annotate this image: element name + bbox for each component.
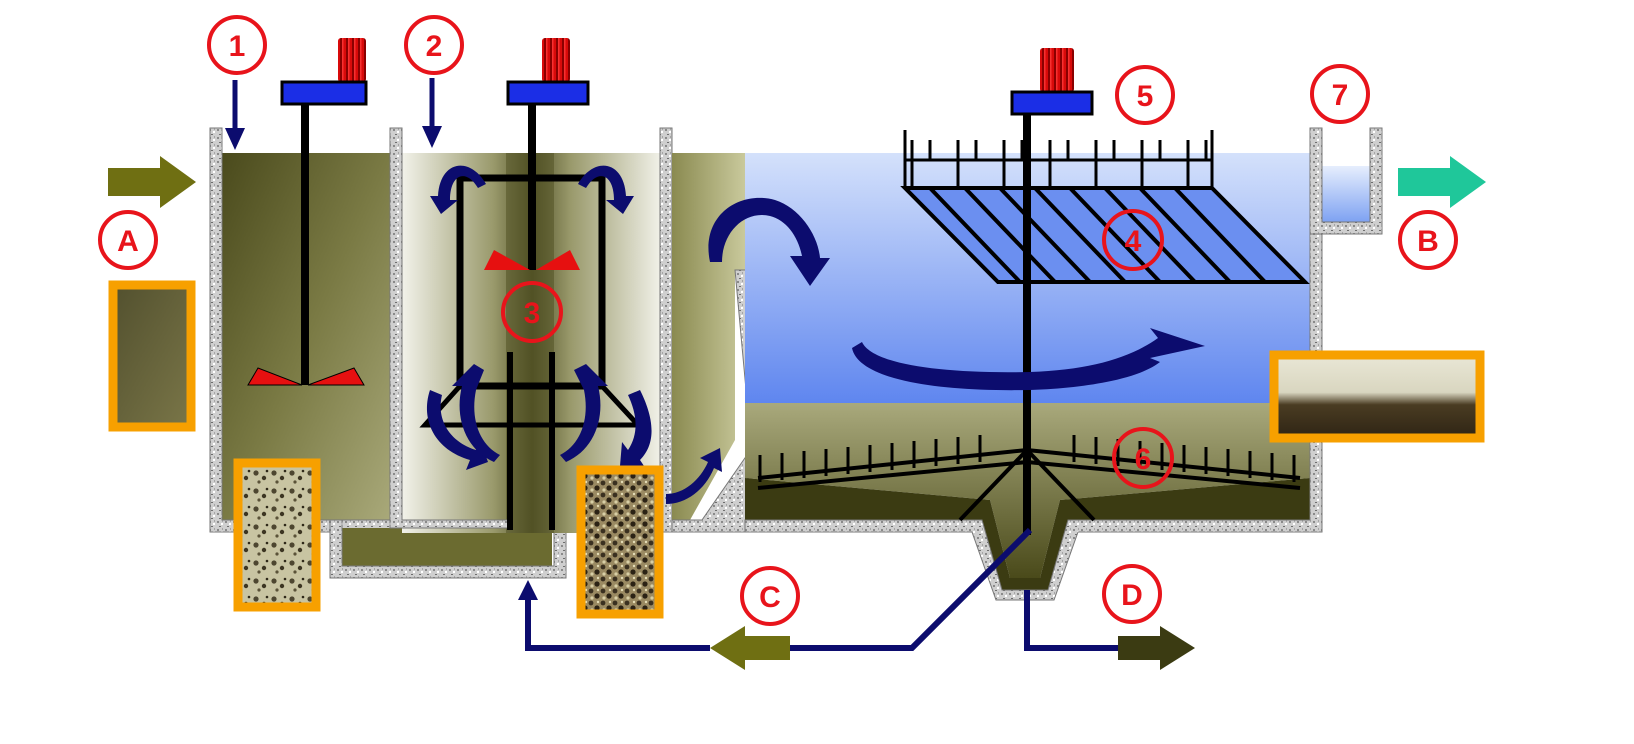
collection-launder: [903, 130, 1214, 188]
dosing-arrow-2: [422, 126, 442, 148]
marker-3: 3: [501, 281, 563, 343]
swirl-arrow-top-left: [430, 165, 486, 214]
swirl-arrow-top-right: [578, 165, 634, 214]
clarifier-drive: [1010, 48, 1094, 535]
sludge-recirculation-arrow: [710, 626, 790, 670]
flocculation-blade-left: [484, 250, 530, 270]
bottom-channel: [329, 519, 567, 579]
draft-tube: [456, 174, 606, 390]
upflow-arrow-right: [560, 364, 608, 462]
marker-b: B: [1398, 210, 1458, 270]
marker-2: 2: [404, 15, 464, 75]
rapid-mixer-blade-right: [307, 367, 365, 386]
marker-7-label: 7: [1332, 79, 1349, 112]
sludge-discharge-pipe: [1024, 590, 1120, 651]
treated-water-outlet-arrow: [1398, 156, 1486, 208]
draft-tube-skirt: [419, 384, 644, 428]
marker-5-label: 5: [1137, 80, 1154, 113]
flocculation-mixer: [419, 38, 644, 530]
raw-water-photo: [108, 280, 196, 432]
recirculation-pipe-return: [790, 527, 1033, 651]
transfer-arrow: [666, 448, 722, 504]
markers: 1 2 3 4 5 6 7 A: [98, 15, 1458, 626]
rapid-mixer-blade-left: [247, 367, 303, 386]
bottom-channel-water: [342, 528, 552, 568]
photo-insets: [108, 280, 1485, 619]
recirculation-pipe-feed: [525, 598, 710, 651]
marker-c-label: C: [759, 581, 781, 614]
marker-4: 4: [1102, 209, 1164, 271]
coagulation-photo: [233, 458, 321, 612]
marker-a: A: [98, 210, 158, 270]
rapid-mixer-drive: [280, 80, 368, 106]
marker-4-label: 4: [1125, 225, 1142, 258]
marker-1: 1: [207, 15, 267, 75]
outlet-trough-walls: [1309, 127, 1383, 235]
marker-7: 7: [1310, 64, 1370, 124]
dosing-arrow-1: [225, 128, 245, 150]
flocculation-mixer-drive: [506, 80, 590, 106]
marker-a-label: A: [117, 225, 139, 258]
swirl-arrow-bottom-left: [426, 390, 488, 470]
outlet-trough: [1309, 127, 1383, 235]
settled-water-photo: [1269, 350, 1485, 443]
rapid-mixer-motor: [338, 38, 366, 82]
marker-1-label: 1: [229, 30, 246, 63]
upflow-arrow-left: [452, 364, 500, 462]
clarifier-motor: [1040, 48, 1074, 92]
clarifier-circulation-arrow: [852, 328, 1205, 391]
marker-5: 5: [1115, 65, 1175, 125]
recirculation-inlet-arrow: [518, 580, 538, 600]
rapid-mixer: [247, 38, 368, 386]
clarifier-drive-unit: [1010, 90, 1094, 116]
transfer-channel-water: [672, 153, 745, 520]
flocculation-photo: [576, 465, 664, 619]
marker-6-label: 6: [1135, 443, 1152, 476]
lamella-plates: [928, 186, 1267, 284]
marker-d-label: D: [1121, 579, 1143, 612]
marker-c: C: [740, 566, 800, 626]
marker-3-label: 3: [524, 297, 541, 330]
marker-d: D: [1102, 564, 1162, 624]
flow-arrows: [426, 165, 1205, 504]
sludge-hopper: [745, 478, 1310, 590]
overflow-arrow: [708, 197, 830, 286]
excess-sludge-arrow: [1118, 626, 1195, 670]
scraper-teeth: [758, 435, 1296, 482]
flocculation-mixer-motor: [542, 38, 570, 82]
recirculation-pipe: [525, 527, 1120, 651]
dosing-lines: [225, 78, 442, 150]
marker-2-label: 2: [426, 30, 443, 63]
raw-water-inlet-arrow: [108, 156, 196, 208]
swirl-arrow-bottom-right: [620, 390, 652, 466]
marker-b-label: B: [1417, 225, 1439, 258]
marker-6: 6: [1112, 427, 1174, 489]
outlet-trough-water: [1322, 166, 1370, 222]
flocculation-blade-right: [536, 250, 580, 270]
